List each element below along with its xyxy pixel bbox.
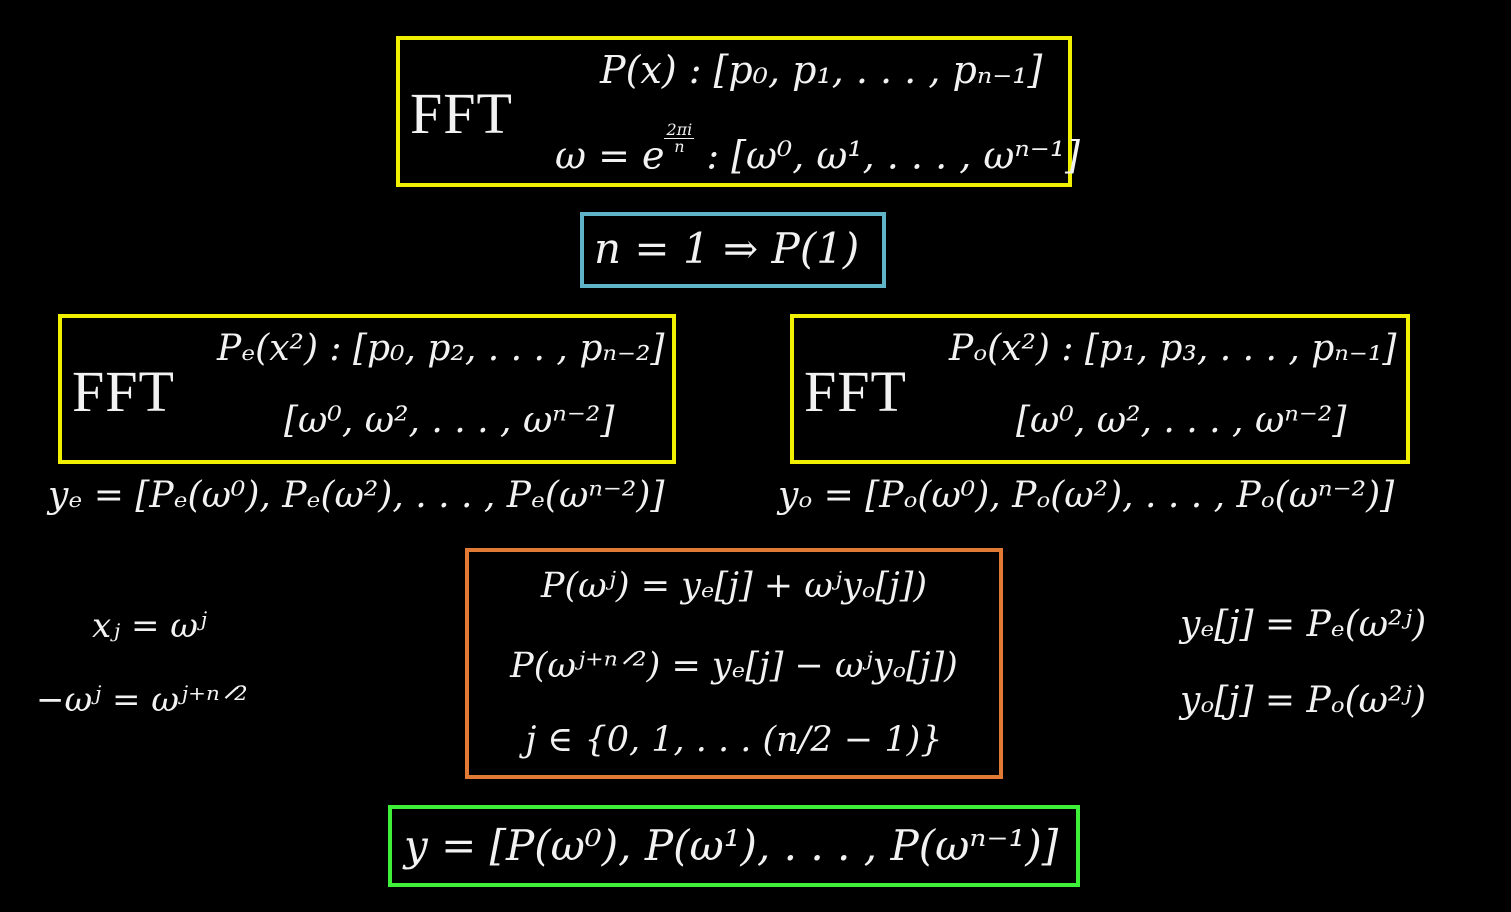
- roots-list: : [ω⁰, ω¹, . . . , ωⁿ⁻¹]: [694, 133, 1080, 178]
- negation-note: −ωʲ = ωʲ⁺ⁿᐟ²: [36, 680, 248, 720]
- fraction-numerator: 2πi: [664, 120, 695, 139]
- combine-box: P(ωʲ) = yₑ[j] + ωʲyₒ[j]) P(ωʲ⁺ⁿᐟ²) = yₑ[…: [465, 548, 1003, 779]
- result-text: y = [P(ω⁰), P(ω¹), . . . , P(ωⁿ⁻¹)]: [404, 821, 1059, 870]
- fft-label: FFT: [410, 81, 513, 146]
- fft-odd-box: FFT Pₒ(x²) : [p₁, p₃, . . . , pₙ₋₁] [ω⁰,…: [790, 314, 1410, 464]
- fraction-denominator: n: [674, 136, 685, 156]
- base-case-box: n = 1 ⇒ P(1): [580, 212, 886, 288]
- y-even-definition: yₑ = [Pₑ(ω⁰), Pₑ(ω²), . . . , Pₑ(ωⁿ⁻²)]: [48, 475, 665, 516]
- combine-plus: P(ωʲ) = yₑ[j] + ωʲyₒ[j]): [540, 566, 928, 606]
- result-box: y = [P(ω⁰), P(ω¹), . . . , P(ωⁿ⁻¹)]: [388, 805, 1080, 887]
- fft-even-box: FFT Pₑ(x²) : [p₀, p₂, . . . , pₙ₋₂] [ω⁰,…: [58, 314, 676, 464]
- root-note: xⱼ = ωʲ: [92, 606, 207, 646]
- odd-coeffs: Pₒ(x²) : [p₁, p₃, . . . , pₙ₋₁]: [949, 328, 1397, 369]
- y-odd-note: yₒ[j] = Pₒ(ω²ʲ): [1180, 680, 1426, 721]
- index-range: j ∈ {0, 1, . . . (n/2 − 1)}: [525, 720, 943, 760]
- even-roots: [ω⁰, ω², . . . , ωⁿ⁻²]: [284, 400, 615, 441]
- base-case-text: n = 1 ⇒ P(1): [594, 224, 860, 273]
- fft-label: FFT: [804, 359, 907, 424]
- combine-minus: P(ωʲ⁺ⁿᐟ²) = yₑ[j] − ωʲyₒ[j]): [510, 646, 958, 686]
- even-coeffs: Pₑ(x²) : [p₀, p₂, . . . , pₙ₋₂]: [217, 328, 665, 369]
- omega-definition: ω = e: [555, 133, 665, 178]
- y-even-note: yₑ[j] = Pₑ(ω²ʲ): [1180, 604, 1427, 645]
- fft-label: FFT: [72, 359, 175, 424]
- fft-top-input-coeffs: P(x) : [p₀, p₁, . . . , pₙ₋₁]: [600, 48, 1043, 92]
- y-odd-definition: yₒ = [Pₒ(ω⁰), Pₒ(ω²), . . . , Pₒ(ωⁿ⁻²)]: [778, 475, 1395, 516]
- odd-roots: [ω⁰, ω², . . . , ωⁿ⁻²]: [1016, 400, 1347, 441]
